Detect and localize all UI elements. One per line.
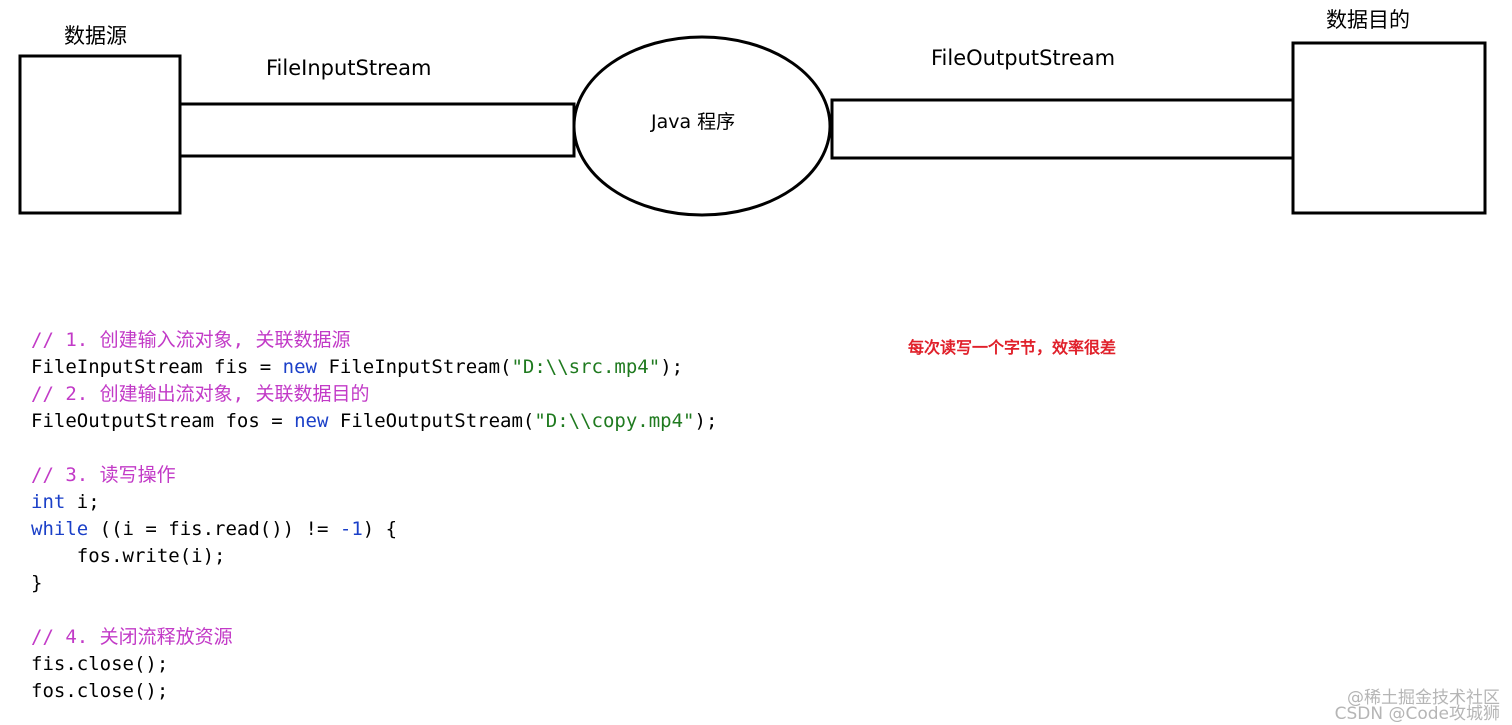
data-source-label: 数据源	[64, 24, 127, 48]
code-block: // 1. 创建输入流对象, 关联数据源 FileInputStream fis …	[31, 327, 717, 705]
code-token-plain: i;	[65, 491, 100, 513]
code-token-keyword: new	[282, 356, 317, 378]
code-token-comment: // 4. 关闭流释放资源	[31, 626, 233, 648]
java-program-label: Java 程序	[651, 111, 736, 133]
code-line: int i;	[31, 489, 717, 516]
code-line: fis.close();	[31, 651, 717, 678]
code-token-plain: ((i = fis.read()) !=	[88, 518, 340, 540]
code-line	[31, 435, 717, 462]
input-stream-pipe	[178, 102, 576, 158]
code-token-plain: fos.close();	[31, 680, 169, 702]
code-line: FileOutputStream fos = new FileOutputStr…	[31, 408, 717, 435]
code-line	[31, 597, 717, 624]
java-program-ellipse	[572, 35, 832, 217]
watermark-csdn: CSDN @Code攻城狮	[1334, 704, 1500, 724]
code-token-keyword: new	[294, 410, 329, 432]
code-token-plain: }	[31, 572, 43, 594]
input-stream-label: FileInputStream	[266, 56, 432, 80]
code-token-plain: FileInputStream(	[317, 356, 512, 378]
code-token-plain: FileOutputStream(	[328, 410, 535, 432]
code-token-keyword: int	[31, 491, 66, 513]
code-token-string: "D:\\copy.mp4"	[534, 410, 695, 432]
code-token-plain: fos.write(i);	[31, 545, 226, 567]
code-line: fos.write(i);	[31, 543, 717, 570]
code-line: // 4. 关闭流释放资源	[31, 624, 717, 651]
code-token-plain: fis.close();	[31, 653, 169, 675]
code-token-keyword: while	[31, 518, 89, 540]
code-token-plain: ) {	[362, 518, 398, 540]
data-destination-box	[1291, 41, 1487, 215]
code-line: }	[31, 570, 717, 597]
output-stream-pipe	[830, 98, 1295, 160]
output-stream-label: FileOutputStream	[931, 46, 1116, 70]
code-token-plain: );	[694, 410, 718, 432]
data-destination-label: 数据目的	[1326, 8, 1410, 32]
code-token-plain: FileOutputStream fos =	[31, 410, 295, 432]
code-line: // 3. 读写操作	[31, 462, 717, 489]
code-line: FileInputStream fis = new FileInputStrea…	[31, 354, 717, 381]
code-token-comment: // 3. 读写操作	[31, 464, 176, 486]
code-line: fos.close();	[31, 678, 717, 705]
code-line: // 2. 创建输出流对象, 关联数据目的	[31, 381, 717, 408]
code-token-plain: );	[660, 356, 684, 378]
code-token-number: -1	[339, 518, 363, 540]
code-line: while ((i = fis.read()) != -1) {	[31, 516, 717, 543]
code-token-comment: // 1. 创建输入流对象, 关联数据源	[31, 329, 351, 351]
code-token-comment: // 2. 创建输出流对象, 关联数据目的	[31, 383, 370, 405]
performance-note: 每次读写一个字节，效率很差	[908, 338, 1117, 357]
data-source-box	[18, 54, 182, 215]
stream-diagram	[18, 35, 1487, 217]
code-token-plain: FileInputStream fis =	[31, 356, 283, 378]
code-line: // 1. 创建输入流对象, 关联数据源	[31, 327, 717, 354]
code-token-string: "D:\\src.mp4"	[511, 356, 661, 378]
watermark-juejin: @稀土掘金技术社区	[1347, 688, 1500, 708]
